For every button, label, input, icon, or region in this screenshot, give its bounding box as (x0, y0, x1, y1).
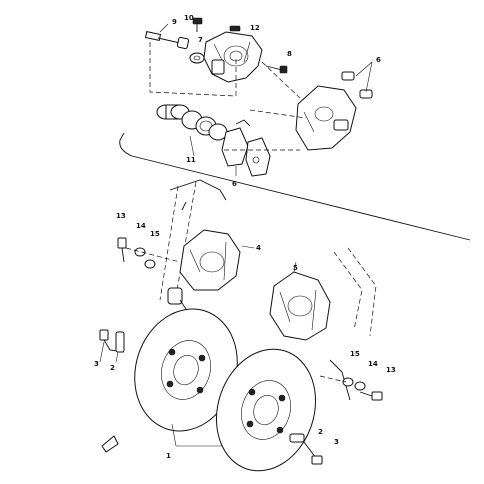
screw-8 (265, 65, 288, 74)
fork-leg-right (329, 247, 377, 401)
callout-14-left: 14 (136, 222, 146, 230)
caliper-assembly-4 (167, 229, 241, 319)
brake-pads-6 (221, 119, 271, 177)
pin-7 (189, 52, 205, 64)
callout-2-right: 2 (318, 428, 323, 436)
bleeder-screw-10 (192, 17, 203, 32)
caliper-support-bracket (295, 85, 357, 151)
callout-11: 11 (186, 156, 196, 164)
callout-8: 8 (287, 50, 292, 58)
callout-15-right: 15 (350, 350, 360, 358)
callout-3-right: 3 (334, 438, 339, 446)
top-inset-boundary (119, 132, 471, 241)
callout-15-left: 15 (150, 230, 160, 238)
callout-2-left: 2 (110, 364, 115, 372)
disc-bolts-right (289, 433, 323, 465)
caliper-bolt-9 (144, 31, 190, 50)
callout-5: 5 (293, 264, 298, 272)
mount-hardware-right (319, 375, 383, 401)
callout-12: 12 (250, 24, 260, 32)
mount-hardware-left (117, 237, 181, 269)
callout-7: 7 (198, 36, 203, 44)
callout-1: 1 (166, 452, 171, 460)
callout-10: 10 (184, 14, 194, 22)
piston-and-seals-11 (156, 104, 228, 141)
bleeder-cap-12 (229, 25, 241, 32)
caliper-assembly-5 (269, 271, 331, 341)
caliper-body-top (203, 31, 263, 83)
callout-13-right: 13 (386, 366, 396, 374)
disc-bolts-left (99, 329, 125, 353)
callout-14-right: 14 (368, 360, 378, 368)
callout-9: 9 (172, 18, 177, 26)
pad-clips-6 (341, 71, 373, 99)
fork-leg-left (159, 179, 227, 301)
callout-6-top: 6 (376, 56, 381, 64)
explode-lines-top (149, 42, 307, 151)
leader-lines (99, 23, 373, 447)
callout-6-bottom: 6 (232, 180, 237, 188)
callout-4: 4 (256, 244, 261, 252)
callout-13-left: 13 (116, 212, 126, 220)
small-bracket-part (101, 435, 119, 453)
callout-3-left: 3 (94, 360, 99, 368)
